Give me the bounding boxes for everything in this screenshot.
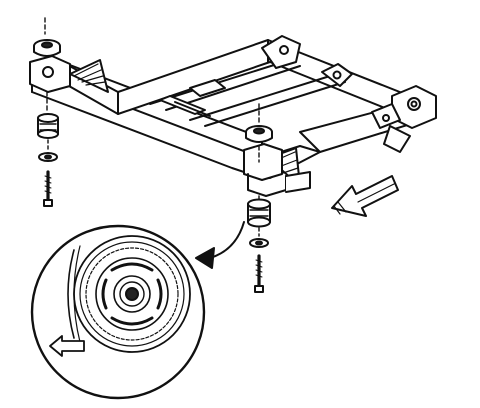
right-mount-stack (245, 103, 273, 293)
insulator-detail-view (30, 224, 206, 400)
small-front-arrow-icon (49, 335, 85, 357)
callout-arrow-icon (195, 221, 245, 269)
subframe-assembly (29, 35, 437, 197)
left-mount-stack (33, 17, 61, 207)
front-arrow-icon (331, 175, 399, 217)
